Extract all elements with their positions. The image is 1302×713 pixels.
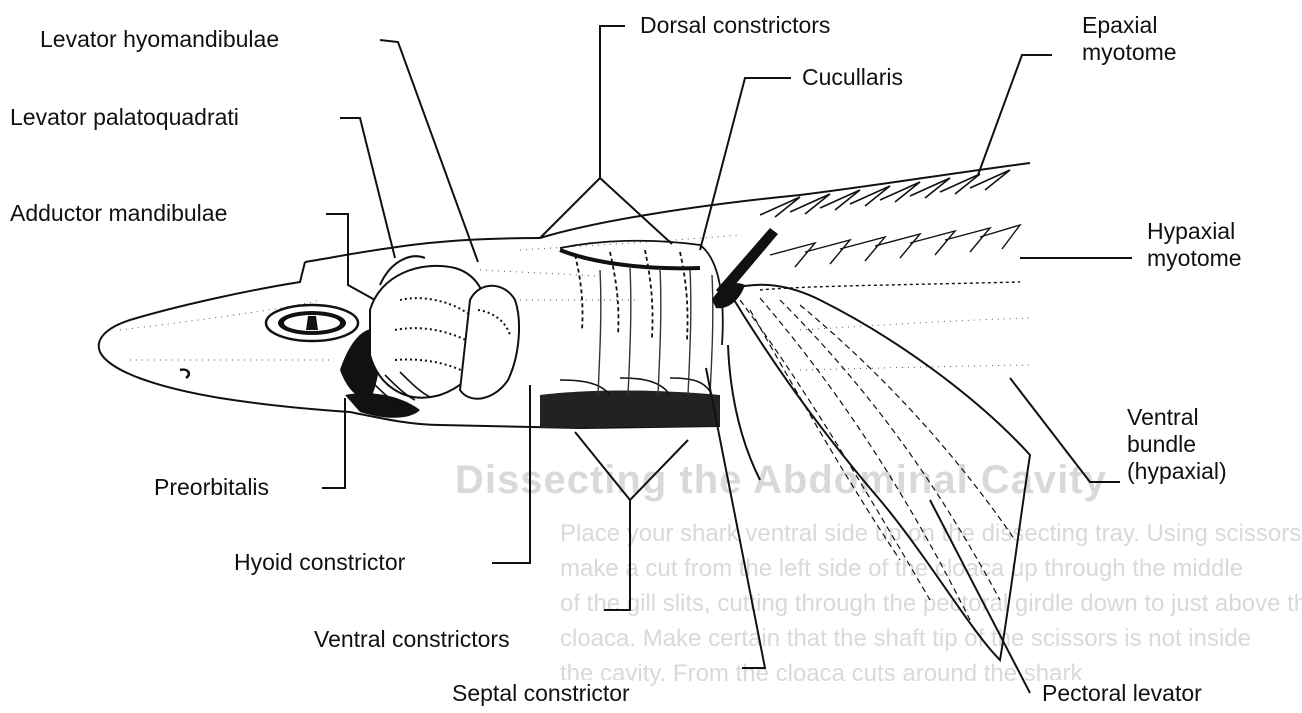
- label-dorsal-constrictors: Dorsal constrictors: [638, 12, 832, 39]
- label-epaxial-myotome: Epaxial myotome: [1080, 12, 1179, 66]
- label-ventral-bundle-line1: Ventral: [1127, 404, 1227, 431]
- label-ventral-constrictors: Ventral constrictors: [312, 626, 512, 653]
- label-hypaxial-line2: myotome: [1147, 245, 1242, 272]
- label-adductor-mandibulae: Adductor mandibulae: [8, 200, 229, 227]
- label-hyoid-constrictor: Hyoid constrictor: [232, 549, 407, 576]
- label-hypaxial-line1: Hypaxial: [1147, 218, 1242, 245]
- label-epaxial-line1: Epaxial: [1082, 12, 1177, 39]
- label-cucullaris: Cucullaris: [800, 64, 905, 91]
- label-epaxial-line2: myotome: [1082, 39, 1177, 66]
- label-levator-hyomandibulae: Levator hyomandibulae: [38, 26, 281, 53]
- label-ventral-bundle-line2: bundle: [1127, 431, 1227, 458]
- label-hypaxial-myotome: Hypaxial myotome: [1145, 218, 1244, 272]
- label-levator-palatoquadrati: Levator palatoquadrati: [8, 104, 241, 131]
- label-ventral-bundle-line3: (hypaxial): [1127, 458, 1227, 485]
- label-septal-constrictor: Septal constrictor: [450, 680, 632, 707]
- label-preorbitalis: Preorbitalis: [152, 474, 271, 501]
- label-pectoral-levator: Pectoral levator: [1040, 680, 1204, 707]
- label-ventral-bundle: Ventral bundle (hypaxial): [1125, 404, 1229, 485]
